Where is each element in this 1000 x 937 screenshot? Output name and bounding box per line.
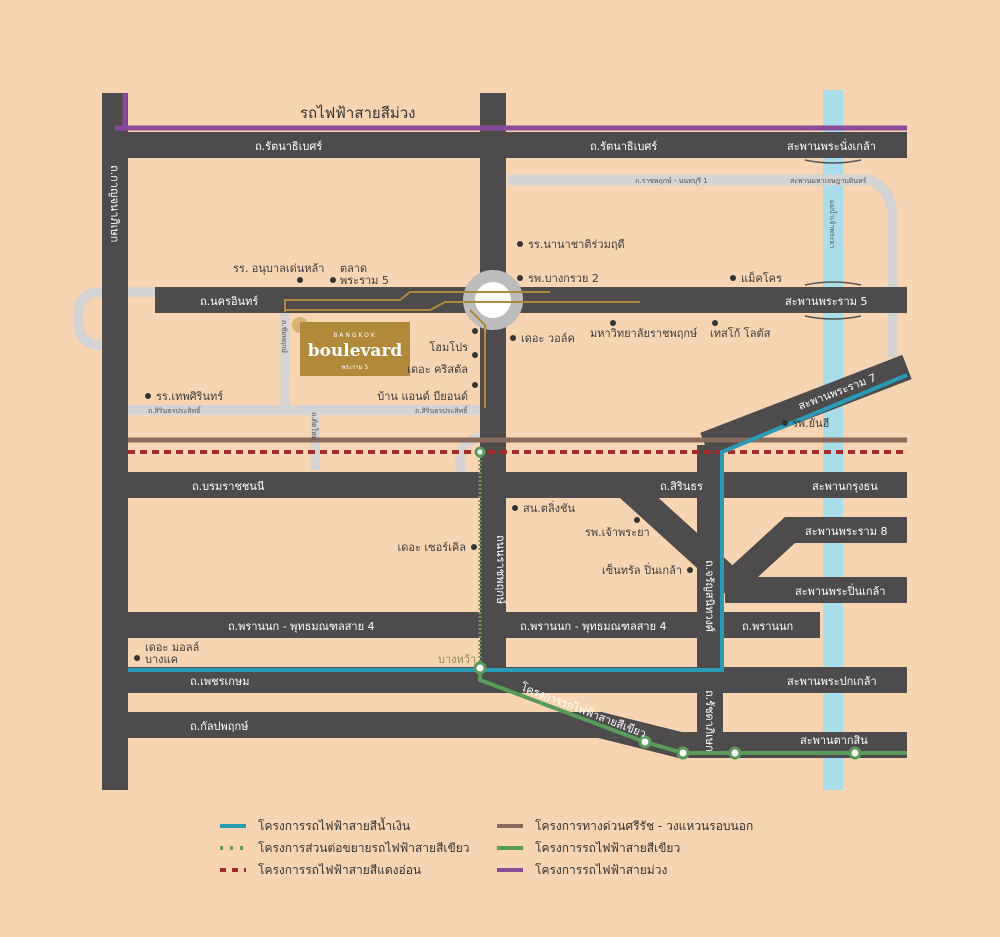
road-label: ถ.สิรินธรประสิทธิ์ <box>148 405 202 415</box>
road-label: ถ.พรานนก - พุทธมณฑลสาย 4 <box>520 620 667 633</box>
road-label: ถ.พรานนก <box>742 620 793 633</box>
blue-line <box>128 373 908 672</box>
road-label: ถ.สิรินธรประสิทธิ์ <box>415 405 469 415</box>
poi-label: เทสโก้ โลตัส <box>710 326 771 340</box>
road-label: ถ.รัตนาธิเบศร์ <box>255 140 322 153</box>
major-roads <box>102 93 912 790</box>
legend-label: โครงการรถไฟฟ้าสายสีเขียว <box>535 841 680 855</box>
poi-label: รพ.เจ้าพระยา <box>585 526 650 539</box>
bridge-label: สะพานพระปิ่นเกล้า <box>795 583 885 598</box>
road-label: ถ.บรมราชชนนี <box>192 480 265 493</box>
poi-label: มหาวิทยาลัยราชพฤกษ์ <box>590 327 698 340</box>
bridge-label: สะพานพระราม 5 <box>785 295 867 308</box>
poi-label: รร.นานาชาติร่วมฤดี <box>528 238 625 251</box>
poi-label: เดอะ มอลล์ <box>145 641 199 654</box>
poi-label: บางแค <box>145 653 178 666</box>
road-label: ถนนราชพฤกษ์ <box>494 535 507 604</box>
bridge-label: สะพานตากสิน <box>800 734 868 747</box>
road-label: ถ.ชัยพฤกษ์ <box>280 320 288 353</box>
purple-line-title: รถไฟฟ้าสายสีม่วง <box>300 104 416 122</box>
road-label: ถ.กัลปพฤกษ์ <box>190 720 249 733</box>
poi-dots <box>134 241 788 661</box>
road-label: ถ.ตัดใหม่ <box>310 412 319 440</box>
left-loop-road <box>72 287 155 350</box>
bridge-label: สะพานพระราม 8 <box>805 525 887 538</box>
gold-route-2 <box>285 301 640 311</box>
svg-text:boulevard: boulevard <box>308 341 403 361</box>
stations <box>473 446 862 760</box>
poi-label: รร. อนุบาลเด่นหล้า <box>233 262 324 275</box>
bridge-label: สะพานพระปกเกล้า <box>787 675 877 688</box>
poi-label: รพ.ยันฮี <box>792 417 829 430</box>
bridge-label: สะพานกรุงธน <box>812 480 878 493</box>
road-label: ถ.รัตนาธิเบศร์ <box>590 140 657 153</box>
station-label: บางหว้า <box>438 653 476 666</box>
road-label: ถ.กาญจนาภิเษก <box>108 165 121 242</box>
bangkok-boulevard-logo: BANGKOK boulevard พระราม 5 <box>300 322 410 376</box>
road-label: ถ.พรานนก - พุทธมณฑลสาย 4 <box>228 620 375 633</box>
legend-label: โครงการทางด่วนศรีรัช - วงแหวนรอบนอก <box>535 819 753 833</box>
legend: โครงการรถไฟฟ้าสายสีน้ำเงิน โครงการส่วนต่… <box>220 817 753 877</box>
poi-label: บ้าน แอนด์ บียอนด์ <box>377 390 468 403</box>
road-label: ถ.สิรินธร <box>660 480 703 493</box>
poi-label: แม็คโคร <box>741 271 782 285</box>
legend-label: โครงการรถไฟฟ้าสายสีน้ำเงิน <box>258 817 410 833</box>
poi-label: รพ.บางกรวย 2 <box>528 272 599 285</box>
legend-label: โครงการรถไฟฟ้าสายสีแดงอ่อน <box>258 863 421 877</box>
svg-text:BANGKOK: BANGKOK <box>333 332 377 339</box>
legend-label: โครงการรถไฟฟ้าสายม่วง <box>535 863 667 877</box>
road-label: ถ.รัชดาภิเษก <box>703 690 716 752</box>
poi-label: ตลาด <box>340 262 367 275</box>
poi-label: พระราม 5 <box>340 274 389 287</box>
gold-route <box>284 291 550 312</box>
roundabout <box>463 270 523 330</box>
poi-label: เดอะ เซอร์เคิล <box>397 541 466 554</box>
bridge-label: สะพานมหาเจษฎาบดินทร์ <box>790 177 867 185</box>
bridge-label: สะพานพระนั่งเกล้า <box>787 138 876 153</box>
gold-route-3 <box>469 309 486 408</box>
road-label: ถ.ราชพฤกษ์ - นนทบุรี 1 <box>635 177 708 185</box>
legend-label: โครงการส่วนต่อขยายรถไฟฟ้าสายสีเขียว <box>258 841 469 855</box>
poi-label: รร.เทพศิรินทร์ <box>156 390 223 403</box>
road-label: ถ.เพชรเกษม <box>190 675 249 688</box>
poi-label: เดอะ คริสตัล <box>407 363 468 376</box>
right-curve-road <box>867 175 898 358</box>
poi-label: สน.ตลิ่งชัน <box>523 500 575 515</box>
road-label: ถ.นครอินทร์ <box>200 295 258 308</box>
river-label: แม่น้ำเจ้าพระยา <box>828 200 839 249</box>
poi-label: เซ็นทรัล ปิ่นเกล้า <box>602 562 682 577</box>
poi-label: โฮมโปร <box>429 340 468 354</box>
road-label: ถ.จรัญสนิทวงศ์ <box>703 560 716 632</box>
poi-label: เดอะ วอล์ค <box>521 332 575 345</box>
svg-text:พระราม 5: พระราม 5 <box>342 364 369 371</box>
